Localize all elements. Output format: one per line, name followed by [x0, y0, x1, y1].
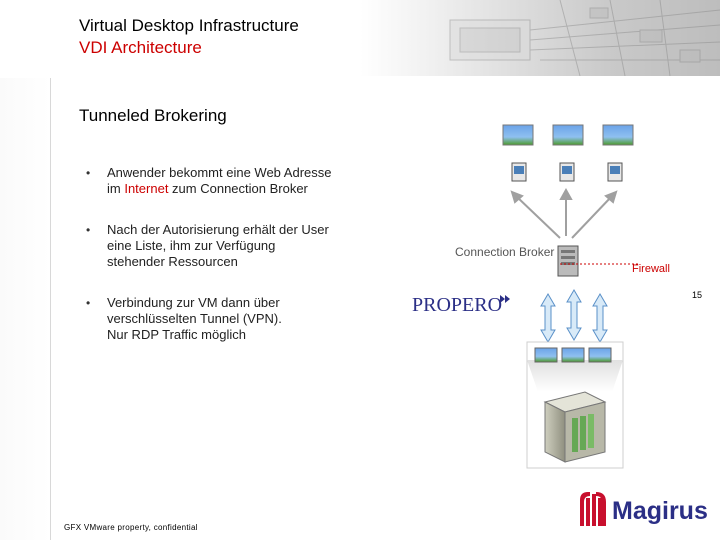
propero-logo: PROPERO — [412, 294, 510, 316]
firewall-label: Firewall — [632, 263, 670, 275]
desktop-icon — [552, 124, 584, 182]
bullet-marker: • — [86, 296, 91, 310]
left-divider — [50, 78, 51, 540]
left-margin — [0, 78, 50, 540]
bullet-text-3: Verbindung zur VM dann über verschlüssel… — [107, 295, 282, 342]
header-decoration — [360, 0, 720, 76]
connection-arrows — [510, 187, 618, 239]
slide-title: Virtual Desktop Infrastructure — [79, 16, 299, 35]
section-title: Tunneled Brokering — [79, 106, 227, 125]
internet-highlight: Internet — [124, 181, 169, 196]
svg-text:PROPERO: PROPERO — [412, 294, 502, 316]
footer-text: GFX VMware property, confidential — [64, 523, 198, 532]
server-icon — [557, 245, 579, 277]
vpn-tunnel-arrows — [540, 289, 608, 343]
desktop-icon — [602, 124, 634, 182]
slide-header: Virtual Desktop Infrastructure VDI Archi… — [0, 0, 720, 78]
slide-subtitle: VDI Architecture — [79, 38, 202, 57]
vm-fan — [527, 360, 623, 392]
circuit-board-image — [449, 0, 720, 76]
desktop-icon — [502, 124, 534, 182]
bullet-text-2: Nach der Autorisierung erhält der User e… — [107, 222, 329, 269]
magirus-logo-text: Magirus — [612, 497, 708, 525]
bullet-marker: • — [86, 166, 91, 180]
datacenter-server-icon — [543, 391, 607, 463]
page-number: 15 — [692, 290, 703, 300]
bullet-text-1: Anwender bekommt eine Web Adresse im Int… — [107, 165, 332, 196]
magirus-logo-icon — [580, 492, 606, 526]
bullet-marker: • — [86, 223, 91, 237]
vm-screen-icon — [534, 347, 612, 363]
connection-broker-label: Connection Broker — [455, 245, 555, 259]
